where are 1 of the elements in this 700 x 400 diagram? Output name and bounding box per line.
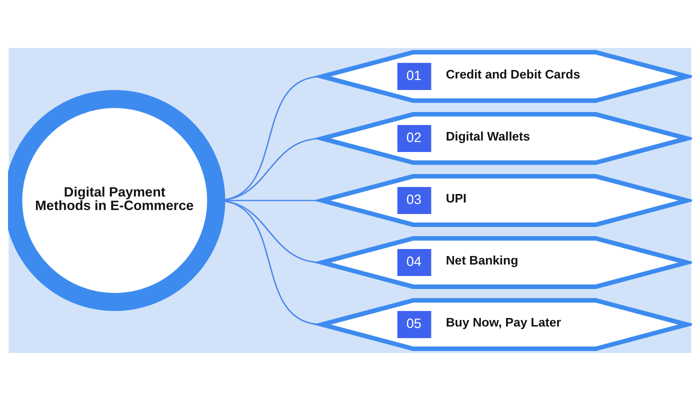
node-circle: Digital Payment Methods in E-Commerce <box>8 89 226 311</box>
